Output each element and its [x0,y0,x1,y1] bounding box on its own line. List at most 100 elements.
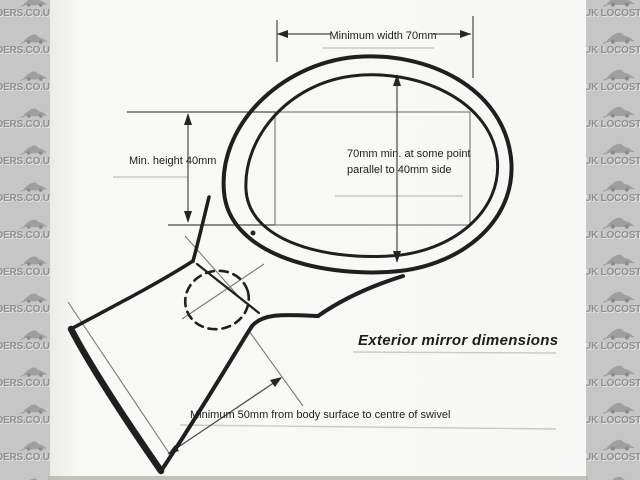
locost-car-logo-icon [20,293,47,303]
watermark-text: UK LOCOST [586,119,640,130]
label-min-height: Min. height 40mm [129,155,216,167]
locost-car-logo-icon [603,254,634,266]
mirror-head-inner-outline [244,73,500,258]
watermark-tile: UK LOCOST [586,254,640,291]
watermark-tile: DERS.CO.UK [0,180,50,217]
watermark-text: UK LOCOST [586,8,640,19]
sketch-ink-dot [250,230,256,236]
watermark-tile: UK LOCOST [586,106,640,143]
watermark-tile: UK LOCOST [586,180,640,217]
arrow-upright-icon [270,377,282,387]
mirror-head-outer-outline [221,54,514,275]
arrow-up-icon [393,74,401,86]
locost-car-logo-icon [20,404,47,414]
watermark-text: DERS.CO.UK [0,341,50,352]
locost-car-logo-icon [20,256,47,266]
watermark-text: UK LOCOST [586,267,640,278]
scan-bottom-edge [48,476,588,480]
mirror-base-body-surface-edge [67,325,165,475]
locost-car-logo-icon [20,441,47,451]
locost-car-logo-icon [603,180,634,192]
locost-car-logo-icon [20,0,47,7]
watermark-text: UK LOCOST [586,82,640,93]
watermark-text: DERS.CO.UK [0,8,50,19]
swivel-centre-extension-line [248,330,304,407]
locost-car-logo-icon [20,34,47,44]
swivel-centre-cross-line [181,263,265,320]
mirror-base-bottom-edge [159,313,320,473]
watermark-tile: DERS.CO.UK [0,365,50,402]
watermark-tile: UK LOCOST [586,402,640,439]
watermark-text: UK LOCOST [586,304,640,315]
label-min-width: Minimum width 70mm [330,30,437,42]
watermark-tile: DERS.CO.UK [0,254,50,291]
watermark-text: DERS.CO.UK [0,267,50,278]
locost-car-logo-icon [603,143,634,155]
locost-car-logo-icon [20,330,47,340]
watermark-text: DERS.CO.UK [0,45,50,56]
mirror-sketch [67,54,514,475]
diagram-title: Exterior mirror dimensions [358,332,558,349]
locost-car-logo-icon [20,182,47,192]
locost-car-logo-icon [603,217,634,229]
dimension-lines [127,16,474,455]
watermark-text: UK LOCOST [586,156,640,167]
watermark-tile: UK LOCOST [586,32,640,69]
mirror-neck-left-edge [191,195,211,263]
swivel-dimension-line [167,377,282,455]
arrow-left-icon [277,30,288,38]
locost-car-logo-icon [603,32,634,44]
dimension-arrows [168,30,471,454]
arrow-down-icon [184,211,192,223]
watermark-tile: DERS.CO.UK [0,402,50,439]
watermark-tile: UK LOCOST [586,69,640,106]
watermark-text: UK LOCOST [586,378,640,389]
mirror-test-rectangle [274,111,471,226]
watermark-tile: DERS.CO.UK [0,32,50,69]
watermark-tile: DERS.CO.UK [0,0,50,32]
locost-car-logo-icon [603,69,634,81]
locost-car-logo-icon [603,365,634,377]
faint-scan-lines [113,47,557,430]
locost-car-logo-icon [603,439,634,451]
locost-car-logo-icon [20,219,47,229]
watermark-tile: DERS.CO.UK [0,106,50,143]
watermark-text: DERS.CO.UK [0,304,50,315]
watermark-strip-left: DERS.CO.UK DERS.CO.UK DERS.CO.UK DERS.CO… [0,0,50,480]
watermark-text: DERS.CO.UK [0,119,50,130]
watermark-text: DERS.CO.UK [0,452,50,463]
watermark-text: UK LOCOST [586,45,640,56]
locost-car-logo-icon [20,367,47,377]
width-dimension [276,16,474,78]
watermark-text: DERS.CO.UK [0,378,50,389]
scan-page-background [50,0,586,480]
watermark-tile: UK LOCOST [586,365,640,402]
body-surface-extension-line [67,301,172,457]
locost-car-logo-icon [611,476,626,480]
watermark-tile: DERS.CO.UK [0,439,50,476]
watermark-text: UK LOCOST [586,415,640,426]
swivel-dashed-circle [183,269,251,331]
watermark-strip-right: UK LOCOST UK LOCOST UK LOCOST UK LOCOST [586,0,640,480]
watermark-text: DERS.CO.UK [0,415,50,426]
locost-car-logo-icon [603,106,634,118]
watermark-text: DERS.CO.UK [0,156,50,167]
watermark-tile: DERS.CO.UK [0,69,50,106]
height-dimension [127,111,275,226]
mirror-base-top-edge [69,259,195,331]
watermark-text: DERS.CO.UK [0,230,50,241]
locost-car-logo-icon [20,108,47,118]
label-swivel-note: Minimum 50mm from body surface to centre… [190,409,450,421]
label-inner-note-line1: 70mm min. at some point [347,148,471,160]
watermark-text: UK LOCOST [586,193,640,204]
locost-car-logo-icon [20,145,47,155]
locost-car-logo-icon [603,402,634,414]
construction-lines [67,235,304,457]
swivel-centre-cross-line [184,235,241,299]
watermark-text: DERS.CO.UK [0,193,50,204]
label-inner-note-line2: parallel to 40mm side [347,164,452,176]
arrow-right-icon [460,30,471,38]
mirror-neck-right-edge [316,274,405,318]
